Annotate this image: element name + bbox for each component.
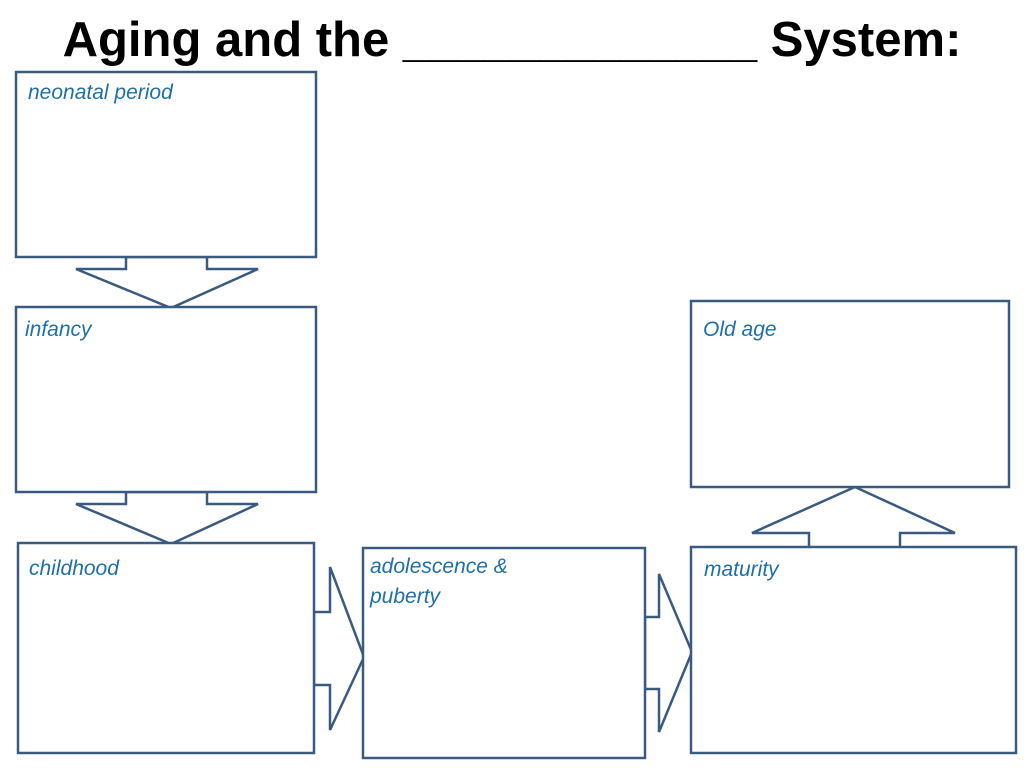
stage-box-infancy: [14, 305, 318, 494]
arrow-up-maturity-to-old-age: [751, 485, 956, 550]
stage-label-adolescence-puberty: adolescence & puberty: [370, 555, 508, 608]
stage-label-infancy: infancy: [25, 318, 92, 341]
stage-box-adolescence-puberty: [361, 546, 647, 760]
arrow-right-adolescence-to-maturity: [643, 573, 694, 733]
stage-box-neonatal-period: [14, 70, 318, 259]
page-title: Aging and the _____________ System:: [62, 13, 962, 67]
arrow-down-infancy-to-childhood: [75, 490, 259, 546]
stage-label-childhood: childhood: [29, 557, 119, 580]
stage-label-old-age: Old age: [703, 318, 777, 341]
stage-label-maturity: maturity: [704, 558, 779, 581]
stage-box-maturity: [689, 545, 1018, 755]
stage-box-old-age: [689, 299, 1011, 489]
stage-label-neonatal-period: neonatal period: [28, 81, 173, 104]
arrow-down-neonatal-to-infancy: [75, 255, 259, 310]
stage-box-childhood: [16, 541, 316, 755]
arrow-right-childhood-to-adolescence: [312, 566, 366, 731]
